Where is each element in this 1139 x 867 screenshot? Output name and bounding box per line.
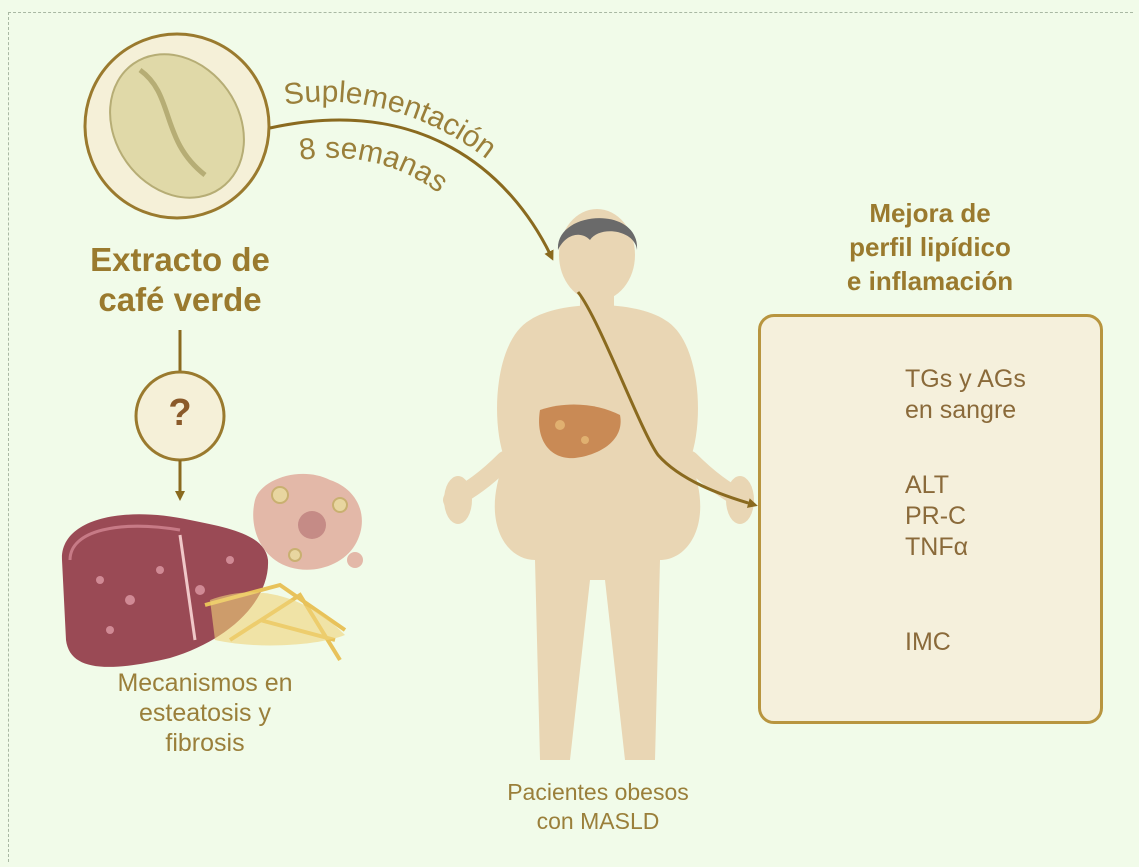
lipids-line2: en sangre [905,395,1026,426]
extract-title: Extracto de café verde [60,240,300,320]
improvement-title: Mejora de perfil lipídico e inflamación [800,196,1060,298]
lipids-line1: TGs y AGs [905,364,1026,395]
question-mark: ? [140,392,220,435]
alt-label: ALT [905,470,968,501]
extract-line2: café verde [60,280,300,320]
improvement-line2: perfil lipídico [800,230,1060,264]
liver-markers-label: ALT PR-C TNFα [905,470,968,563]
patients-line2: con MASLD [468,807,728,836]
lipids-label: TGs y AGs en sangre [905,364,1026,426]
bmi-label: IMC [905,627,951,658]
mechanisms-label: Mecanismos en esteatosis y fibrosis [80,668,330,758]
mechanisms-line1: Mecanismos en [80,668,330,698]
extract-line1: Extracto de [60,240,300,280]
prc-label: PR-C [905,501,968,532]
patients-label: Pacientes obesos con MASLD [468,778,728,836]
mechanisms-line2: esteatosis y [80,698,330,728]
svg-text:8 semanas: 8 semanas [297,132,454,199]
tnf-label: TNFα [905,532,968,563]
improvement-line1: Mejora de [800,196,1060,230]
patients-line1: Pacientes obesos [468,778,728,807]
mechanisms-line3: fibrosis [80,728,330,758]
supplementation-line2: 8 semanas [297,132,454,199]
improvement-line3: e inflamación [800,264,1060,298]
